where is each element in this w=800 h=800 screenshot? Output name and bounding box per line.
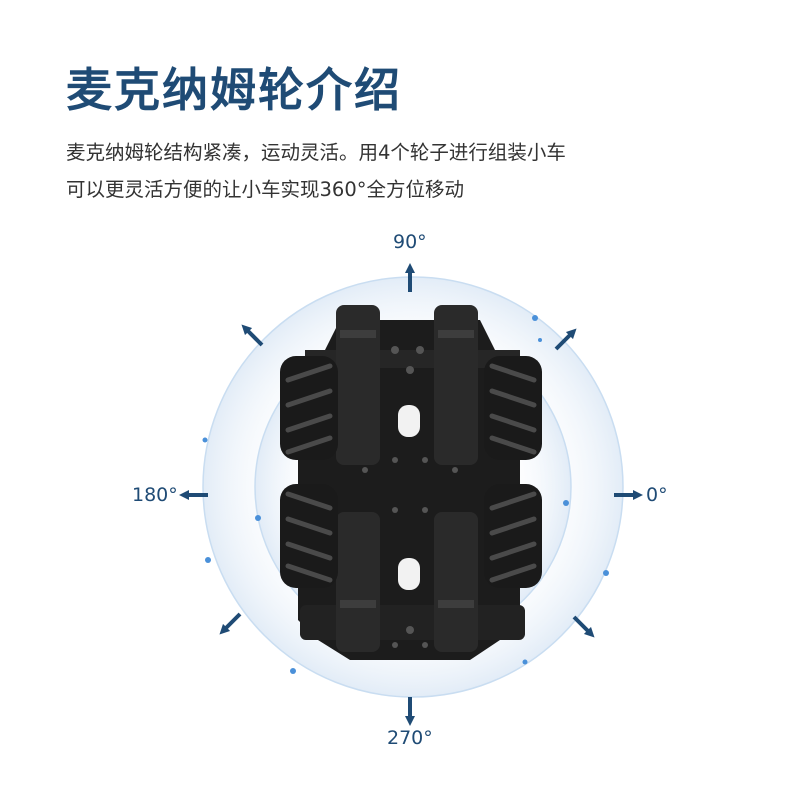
description-line-1: 麦克纳姆轮结构紧凑，运动灵活。用4个轮子进行组装小车	[66, 141, 566, 164]
direction-arrows	[179, 263, 643, 726]
angle-label-180: 180°	[132, 484, 178, 506]
angle-label-270: 270°	[387, 727, 433, 749]
arrow-135	[241, 324, 264, 347]
ring-dots	[202, 315, 609, 674]
mecanum-wheels	[280, 356, 542, 588]
arrow-225	[219, 612, 242, 635]
description-line-2: 可以更灵活方便的让小车实现360°全方位移动	[66, 178, 464, 201]
robot-car-icon	[280, 305, 542, 660]
description: 麦克纳姆轮结构紧凑，运动灵活。用4个轮子进行组装小车 可以更灵活方便的让小车实现…	[66, 134, 566, 208]
angle-label-0: 0°	[646, 484, 668, 506]
arrow-315	[572, 615, 595, 638]
angle-label-90: 90°	[393, 231, 427, 253]
arrow-45	[554, 328, 577, 351]
page-title: 麦克纳姆轮介绍	[66, 63, 402, 117]
